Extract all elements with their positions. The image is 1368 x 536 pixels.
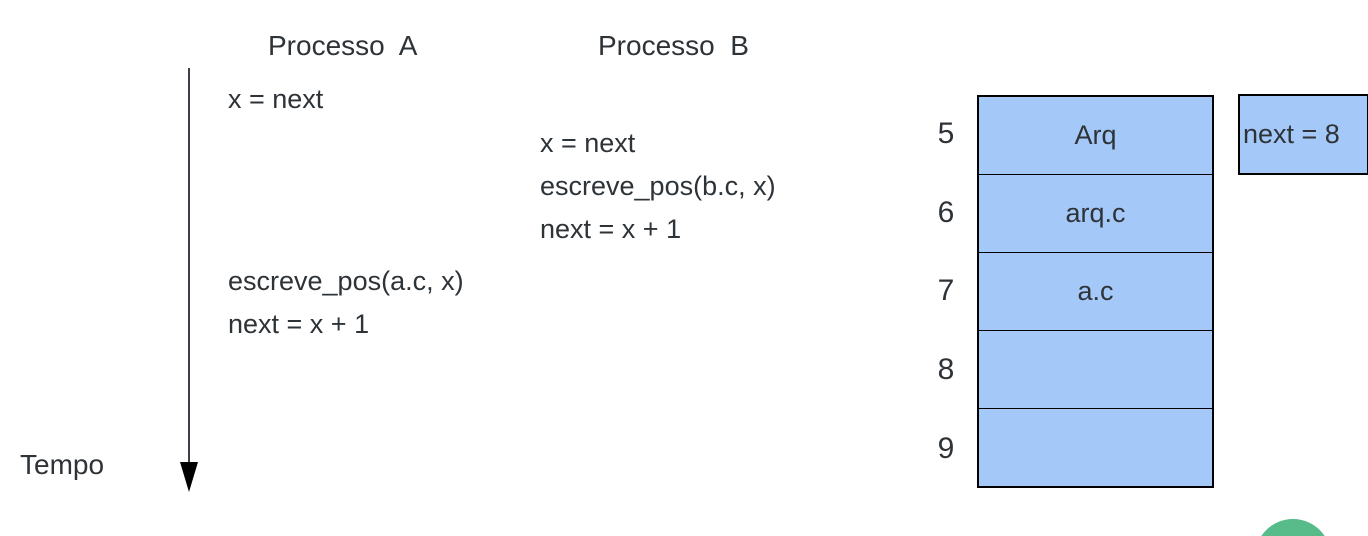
process-b-statement-1: x = next	[540, 128, 636, 158]
directory-cell: Arq	[979, 97, 1212, 175]
process-b-statement-2: escreve_pos(b.c, x)	[540, 171, 776, 201]
green-circle-decoration	[1255, 519, 1331, 536]
process-a-header: Processo A	[268, 30, 418, 61]
tempo-label: Tempo	[20, 449, 105, 480]
slot-number: 6	[937, 195, 955, 229]
slot-number: 7	[937, 274, 955, 308]
directory-cell	[979, 409, 1212, 486]
process-a-statement-2: escreve_pos(a.c, x)	[228, 266, 464, 296]
slot-number: 5	[937, 117, 955, 151]
slot-number: 8	[937, 353, 955, 387]
next-variable-box: next = 8	[1238, 94, 1368, 175]
process-b-statement-3: next = x + 1	[540, 214, 682, 244]
directory-cell: arq.c	[979, 175, 1212, 253]
directory-cell: a.c	[979, 253, 1212, 331]
process-a-statement-1: x = next	[228, 84, 324, 114]
process-b-header: Processo B	[598, 30, 749, 61]
directory-cell	[979, 331, 1212, 409]
slot-number: 9	[937, 431, 955, 465]
process-a-statement-3: next = x + 1	[228, 309, 370, 339]
timeline-arrow-line	[188, 68, 190, 464]
directory-table: Arq arq.c a.c	[977, 95, 1214, 488]
directory-slot-numbers: 5 6 7 8 9	[926, 95, 966, 488]
timeline-arrowhead-icon	[180, 462, 198, 492]
